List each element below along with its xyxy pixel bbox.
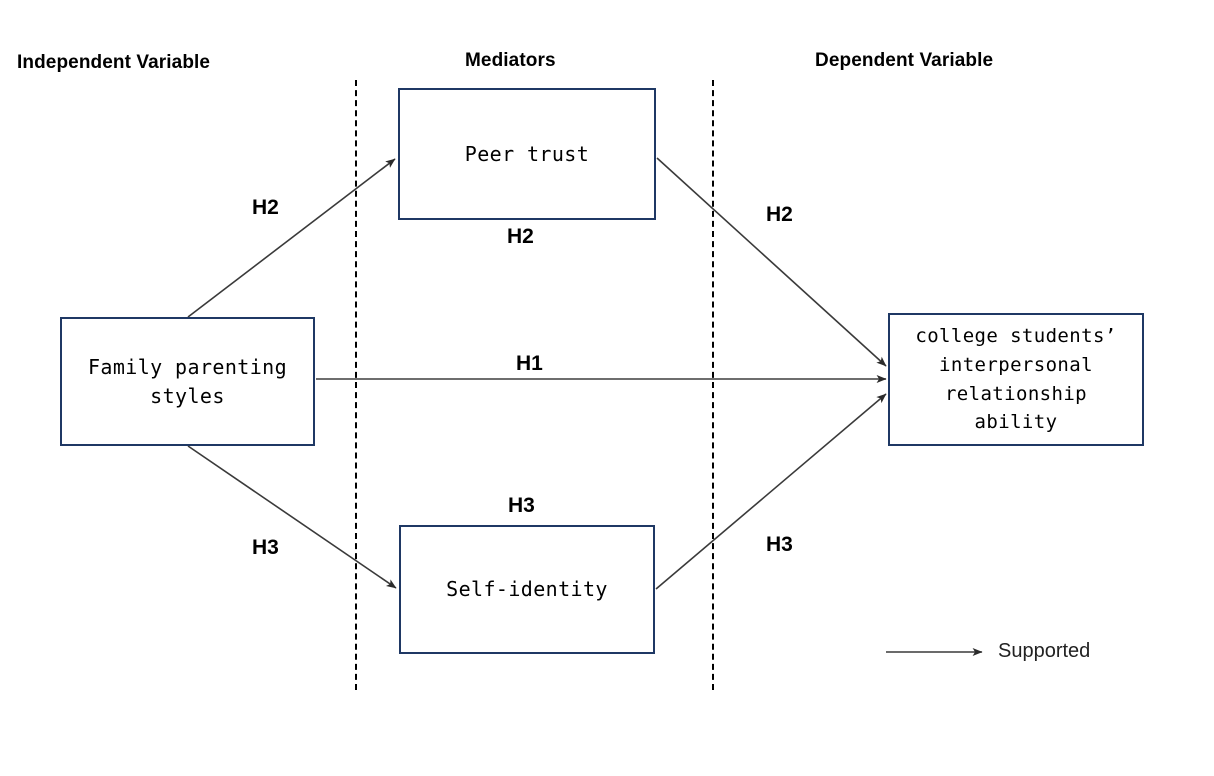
legend: Supported (884, 640, 1090, 663)
iv-line-2: styles (150, 383, 225, 408)
column-header-dependent-variable: Dependent Variable (815, 50, 994, 71)
dv-line-3: relationship (944, 382, 1088, 405)
dv-line-4: ability (974, 411, 1058, 434)
iv-line-1: Family parenting (87, 355, 288, 380)
dv-line-2: interpersonal (939, 353, 1093, 376)
column-header-independent-variable: Independent Variable (17, 52, 211, 73)
arrow-right-icon (886, 647, 983, 656)
node-independent-variable-label: Family parenting styles (88, 353, 287, 410)
hypothesis-label-h1-direct: H1 (516, 352, 543, 375)
hypothesis-label-h2-peer-trust-to-dv: H2 (766, 203, 793, 226)
node-mediator-peer-trust[interactable]: Peer trust (398, 88, 656, 220)
hypothesis-label-h2-under-peer-trust: H2 (507, 225, 534, 248)
node-independent-variable[interactable]: Family parenting styles (60, 317, 315, 446)
arrow-iv-to-self-identity (187, 445, 397, 589)
arrow-peer-trust-to-dv (656, 157, 887, 367)
node-dependent-variable-label: college students’ interpersonal relation… (915, 322, 1116, 438)
hypothesis-label-h3-above-self-identity: H3 (508, 494, 535, 517)
node-mediator-peer-trust-label: Peer trust (464, 141, 590, 166)
arrow-self-identity-to-dv (655, 393, 887, 590)
arrow-iv-to-peer-trust (187, 158, 396, 318)
dv-line-1: college students’ (915, 324, 1117, 347)
column-header-mediators: Mediators (465, 50, 556, 71)
hypothesis-label-h3-iv-to-self-identity: H3 (252, 536, 279, 559)
hypothesis-label-h3-self-identity-to-dv: H3 (766, 533, 793, 556)
divider-line-left (355, 80, 357, 690)
legend-label: Supported (998, 640, 1091, 662)
node-dependent-variable[interactable]: college students’ interpersonal relation… (888, 313, 1144, 446)
node-mediator-self-identity[interactable]: Self-identity (399, 525, 655, 654)
divider-line-right (712, 80, 714, 690)
node-mediator-self-identity-label: Self-identity (446, 577, 608, 602)
hypothesis-label-h2-iv-to-peer-trust: H2 (252, 196, 279, 219)
